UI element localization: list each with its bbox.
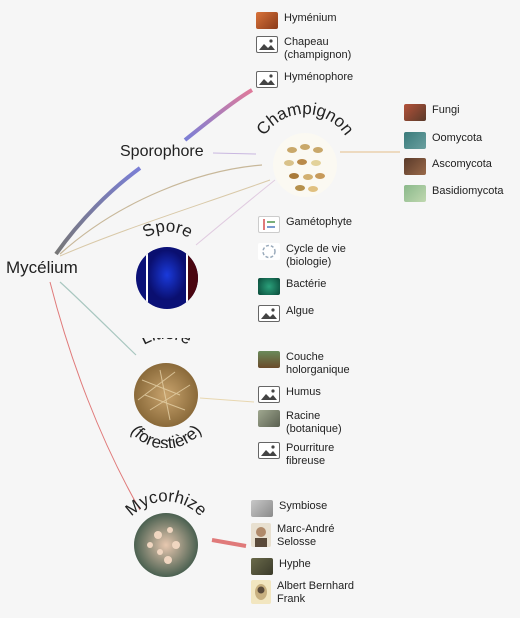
gametophyte-thumb-icon bbox=[258, 216, 280, 233]
leaf-couche-holorganique[interactable]: Couche holorganique bbox=[258, 351, 376, 377]
leaf-racine[interactable]: Racine (botanique) bbox=[258, 410, 376, 436]
edge-root-champignon-2 bbox=[59, 179, 271, 257]
node-champignon-label[interactable]: Champignon bbox=[245, 100, 365, 180]
oomycota-thumb-icon bbox=[404, 132, 426, 149]
edge-root-mycorhize bbox=[49, 281, 141, 511]
litiere-text-2: (forestière) bbox=[127, 421, 205, 448]
leaf-symbiose[interactable]: Symbiose bbox=[251, 500, 327, 517]
node-spore-label[interactable]: Spore bbox=[120, 222, 215, 272]
leaf-oomycota[interactable]: Oomycota bbox=[404, 132, 482, 149]
leaf-hymenium[interactable]: Hyménium bbox=[256, 12, 337, 29]
ascomycota-thumb-icon bbox=[404, 158, 426, 175]
svg-text:Champignon: Champignon bbox=[253, 100, 358, 139]
symbiose-thumb-icon bbox=[251, 500, 273, 517]
leaf-basidiomycota[interactable]: Basidiomycota bbox=[404, 185, 504, 202]
spore-image[interactable] bbox=[130, 245, 210, 315]
node-sporophore[interactable]: Sporophore bbox=[120, 143, 204, 160]
node-mycorhize-label[interactable]: Mycorhize bbox=[112, 490, 220, 550]
edge-root-champignon-1 bbox=[59, 164, 263, 255]
soil-thumb-icon bbox=[258, 351, 280, 368]
leaf-bacterie[interactable]: Bactérie bbox=[258, 278, 326, 295]
image-placeholder-icon bbox=[256, 71, 278, 88]
portrait-old-thumb-icon bbox=[251, 580, 271, 604]
edge-sporophore-leaves bbox=[183, 88, 254, 142]
image-placeholder-icon bbox=[258, 442, 280, 459]
edge-litiere-leaves bbox=[199, 397, 255, 403]
champignon-image[interactable] bbox=[273, 133, 337, 197]
image-placeholder-icon bbox=[258, 386, 280, 403]
leaf-cycle-de-vie[interactable]: Cycle de vie (biologie) bbox=[258, 243, 376, 269]
edge-sporophore-champignon bbox=[212, 152, 257, 155]
edge-root-sporophore bbox=[54, 166, 142, 256]
hymenium-thumb-icon bbox=[256, 12, 278, 29]
svg-text:Litière: Litière bbox=[137, 338, 194, 348]
image-placeholder-icon bbox=[256, 36, 278, 53]
portrait-thumb-icon bbox=[251, 523, 271, 547]
root-node-mycelium[interactable]: Mycélium bbox=[6, 258, 78, 277]
spore-text: Spore bbox=[139, 222, 196, 241]
leaf-fungi[interactable]: Fungi bbox=[404, 104, 460, 121]
leaf-ascomycota[interactable]: Ascomycota bbox=[404, 158, 492, 175]
leaf-humus[interactable]: Humus bbox=[258, 386, 321, 403]
leaf-hymenophore[interactable]: Hyménophore bbox=[256, 71, 353, 88]
edge-root-litiere bbox=[59, 281, 137, 356]
basidiomycota-thumb-icon bbox=[404, 185, 426, 202]
image-placeholder-icon bbox=[258, 305, 280, 322]
roots-thumb-icon bbox=[258, 410, 280, 427]
fungi-thumb-icon bbox=[404, 104, 426, 121]
svg-text:(forestière): (forestière) bbox=[127, 421, 205, 448]
svg-text:Spore: Spore bbox=[139, 222, 196, 241]
mycorhize-image[interactable] bbox=[134, 513, 198, 577]
cycle-thumb-icon bbox=[258, 243, 280, 260]
mycorhize-text: Mycorhize bbox=[122, 490, 211, 520]
svg-text:Mycorhize: Mycorhize bbox=[122, 490, 211, 520]
litiere-text-1: Litière bbox=[137, 338, 194, 348]
edge-mycorhize-leaves bbox=[211, 538, 247, 548]
node-litiere-label[interactable]: Litière (forestière) bbox=[116, 338, 216, 448]
leaf-algue[interactable]: Algue bbox=[258, 305, 314, 322]
leaf-hyphe[interactable]: Hyphe bbox=[251, 558, 311, 575]
champignon-text: Champignon bbox=[253, 100, 358, 139]
leaf-albert-bernhard-frank[interactable]: Albert Bernhard Frank bbox=[251, 580, 367, 606]
leaf-marc-andre-selosse[interactable]: Marc-André Selosse bbox=[251, 523, 367, 549]
leaf-pourriture-fibreuse[interactable]: Pourriture fibreuse bbox=[258, 442, 376, 468]
leaf-gametophyte[interactable]: Gamétophyte bbox=[258, 216, 352, 233]
bacteria-thumb-icon bbox=[258, 278, 280, 295]
edge-spore-champignon bbox=[195, 179, 276, 246]
hyphe-thumb-icon bbox=[251, 558, 273, 575]
litiere-image[interactable] bbox=[134, 363, 198, 427]
leaf-chapeau[interactable]: Chapeau (champignon) bbox=[256, 36, 374, 62]
